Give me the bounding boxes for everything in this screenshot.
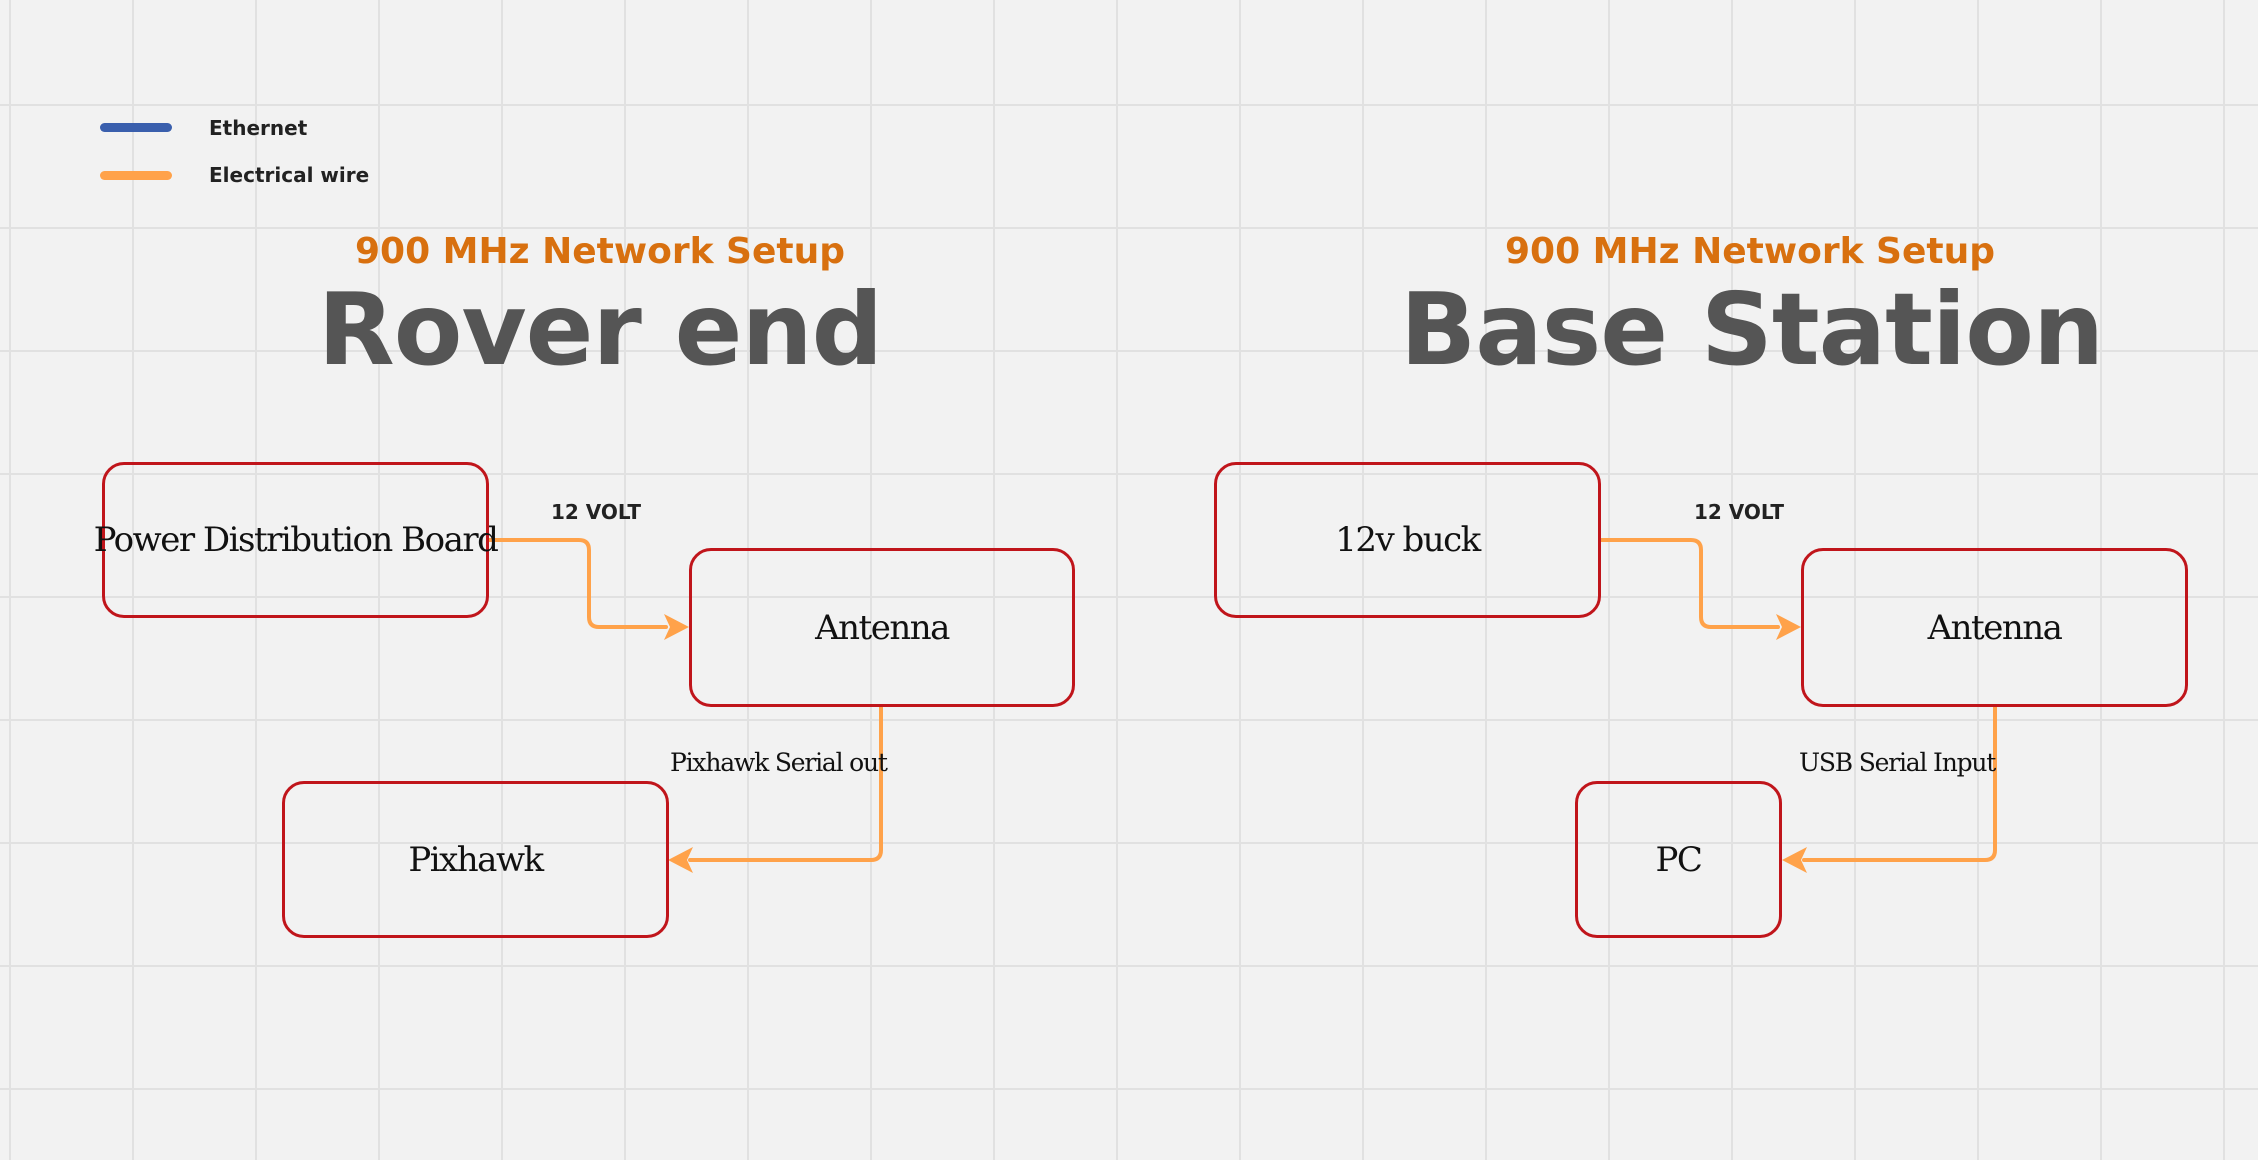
- rover-power-distribution-board-node[interactable]: Power Distribution Board: [94, 462, 499, 618]
- rover-pixhawk-arrowhead: [668, 847, 693, 873]
- base-12v-buck-node[interactable]: 12v buck: [1214, 462, 1601, 618]
- rover-power-to-antenna-wire: [487, 538, 668, 629]
- rover-antenna-arrowhead: [664, 614, 689, 640]
- rover-power-distribution-board-label: Power Distribution Board: [93, 520, 499, 560]
- base-antenna-to-pc-wire: [1802, 705, 1997, 862]
- rover-antenna-node[interactable]: Antenna: [689, 548, 1075, 707]
- base-antenna-node[interactable]: Antenna: [1801, 548, 2188, 707]
- rover-12-volt-label: 12 VOLT: [551, 500, 641, 524]
- rover-pixhawk-node[interactable]: Pixhawk: [282, 781, 669, 938]
- base-12v-buck-label: 12v buck: [1335, 520, 1481, 560]
- rover-antenna-label: Antenna: [815, 607, 950, 648]
- base-usb-serial-input-label: USB Serial Input: [1799, 748, 1996, 777]
- rover-title: Rover end: [317, 271, 883, 388]
- legend-ethernet-label: Ethernet: [209, 116, 308, 140]
- base-pc-arrowhead: [1782, 847, 1807, 873]
- rover-pixhawk-serial-out-label: Pixhawk Serial out: [670, 748, 888, 777]
- base-pc-node[interactable]: PC: [1575, 781, 1782, 938]
- base-subtitle: 900 MHz Network Setup: [1504, 231, 1996, 272]
- base-antenna-arrowhead: [1776, 614, 1801, 640]
- base-buck-to-antenna-wire: [1599, 538, 1780, 629]
- base-12-volt-label: 12 VOLT: [1694, 500, 1784, 524]
- base-title: Base Station: [1400, 271, 2104, 388]
- base-antenna-label: Antenna: [1927, 607, 2063, 648]
- legend-electrical-label: Electrical wire: [209, 163, 370, 187]
- rover-subtitle: 900 MHz Network Setup: [354, 231, 846, 272]
- base-pc-label: PC: [1655, 839, 1703, 880]
- legend-electrical-swatch: [100, 171, 172, 180]
- legend-ethernet-swatch: [100, 123, 172, 132]
- rover-pixhawk-label: Pixhawk: [408, 839, 544, 880]
- rover-antenna-to-pixhawk-wire: [688, 705, 883, 862]
